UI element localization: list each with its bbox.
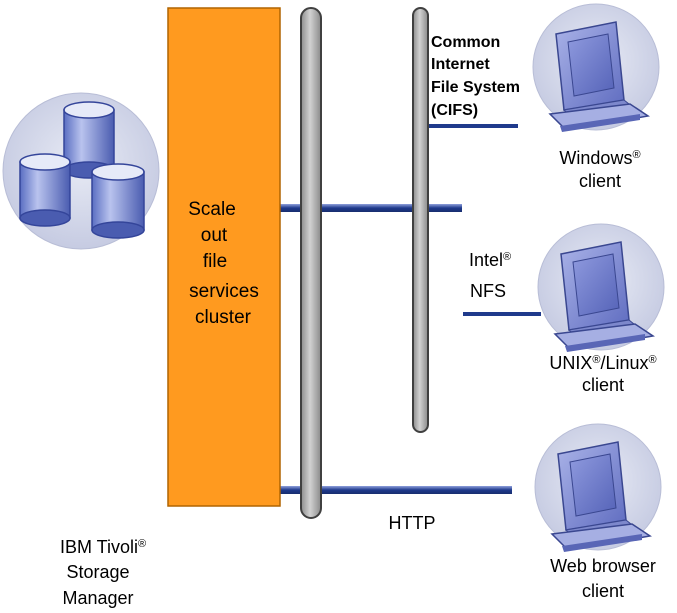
windows-client: Windows® client <box>532 3 660 191</box>
cluster-box <box>167 7 281 507</box>
computer-monitor-icon <box>548 21 650 132</box>
cluster-label-3: file <box>203 251 227 272</box>
unix-client-name: UNIX®/Linux® <box>549 353 656 373</box>
cluster-label-1: Scale <box>188 199 236 220</box>
unix-linux-client: UNIX®/Linux® client <box>537 223 665 395</box>
storage-manager-line-3: Manager <box>62 588 133 608</box>
http-label: HTTP <box>389 513 436 533</box>
cluster-label-5: cluster <box>195 307 252 328</box>
nfs-label: Intel® NFS <box>469 250 511 301</box>
windows-client-type: client <box>579 171 621 191</box>
connection-links <box>280 124 541 494</box>
nfs-line-1: Intel® <box>469 250 511 270</box>
nfs-line-2: NFS <box>470 281 506 301</box>
cluster-to-cifs-link <box>280 204 462 212</box>
web-client-name: Web browser <box>550 556 656 576</box>
cifs-line-2: Internet <box>431 56 490 73</box>
cluster-label-2: out <box>201 225 228 246</box>
windows-client-name: Windows® <box>559 148 640 168</box>
cifs-line-4: (CIFS) <box>431 102 478 119</box>
computer-monitor-icon <box>550 441 652 552</box>
storage-manager-icon-group <box>2 92 160 250</box>
database-cylinders-icon <box>19 101 145 239</box>
cifs-windows-link <box>420 124 518 128</box>
computer-monitor-icon <box>553 241 655 352</box>
scale-out-cluster: Scale out file services cluster <box>167 7 281 507</box>
unix-client-type: client <box>582 375 624 395</box>
cifs-label: Common Internet File System (CIFS) <box>431 34 520 119</box>
nfs-unix-link <box>463 312 541 316</box>
web-client-type: client <box>582 581 624 601</box>
cifs-nfs-bus <box>412 7 429 433</box>
storage-manager-label: IBM Tivoli® Storage Manager <box>60 537 146 608</box>
http-link <box>280 486 512 494</box>
storage-manager-line-2: Storage <box>66 562 129 582</box>
web-browser-client: Web browser client <box>534 423 662 601</box>
storage-manager-line-1: IBM Tivoli® <box>60 537 146 557</box>
cluster-label-4: services <box>189 281 259 302</box>
cifs-line-1: Common <box>431 34 500 51</box>
main-network-bus <box>300 7 322 519</box>
cifs-line-3: File System <box>431 79 520 96</box>
